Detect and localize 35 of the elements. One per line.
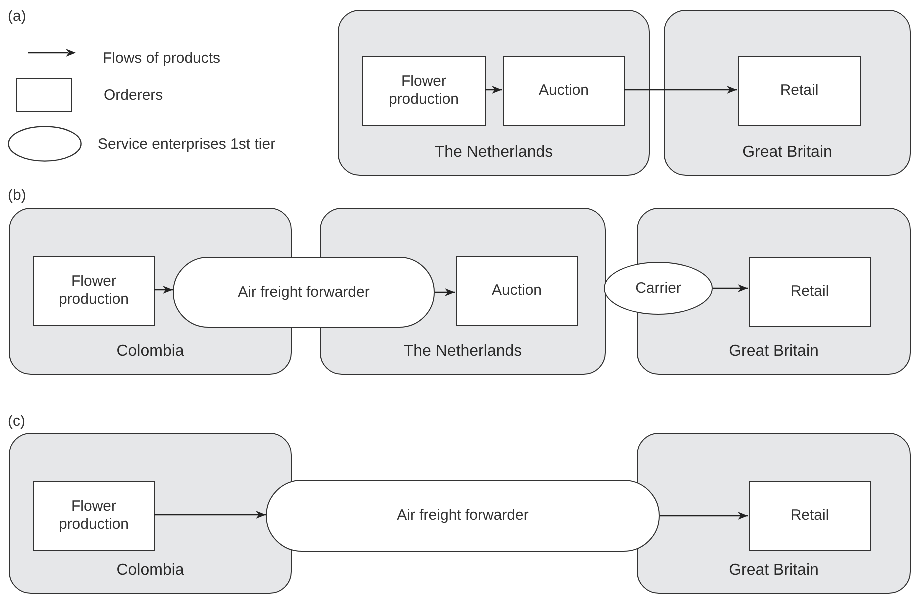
country-label: The Netherlands (434, 143, 554, 163)
country-label: Great Britain (742, 143, 834, 163)
panel-label: (b) (8, 186, 26, 206)
orderer-box: Flower production (362, 56, 486, 126)
flow-arrow (154, 511, 266, 519)
flow-arrow (485, 86, 502, 94)
country-region (637, 433, 911, 594)
service-stadium: Air freight forwarder (173, 257, 435, 328)
country-region (637, 208, 911, 375)
orderer-box: Retail (738, 56, 861, 126)
flow-arrow (713, 284, 748, 292)
legend-text: Orderers (104, 86, 164, 106)
country-region (338, 10, 650, 176)
orderer-box: Retail (749, 481, 871, 551)
panel-label: (a) (8, 7, 26, 27)
orderer-box: Retail (749, 257, 871, 327)
flow-arrow (624, 86, 737, 94)
orderer-box: Flower production (33, 481, 155, 551)
panel-label: (c) (8, 412, 26, 432)
country-label: Great Britain (728, 561, 820, 581)
flow-arrow (435, 288, 455, 296)
country-region (664, 10, 911, 176)
country-label: Great Britain (728, 342, 820, 362)
legend-text: Flows of products (103, 49, 221, 69)
country-label: Colombia (116, 342, 186, 362)
country-label: Colombia (116, 561, 186, 581)
country-region (9, 433, 292, 594)
flow-arrow (154, 286, 173, 294)
flow-arrow (660, 512, 748, 520)
country-label: The Netherlands (402, 342, 524, 362)
service-stadium: Air freight forwarder (266, 480, 660, 552)
orderer-box: Auction (503, 56, 625, 126)
orderer-box: Auction (456, 256, 578, 326)
orderer-box: Flower production (33, 256, 155, 326)
legend-text: Service enterprises 1st tier (98, 135, 276, 155)
